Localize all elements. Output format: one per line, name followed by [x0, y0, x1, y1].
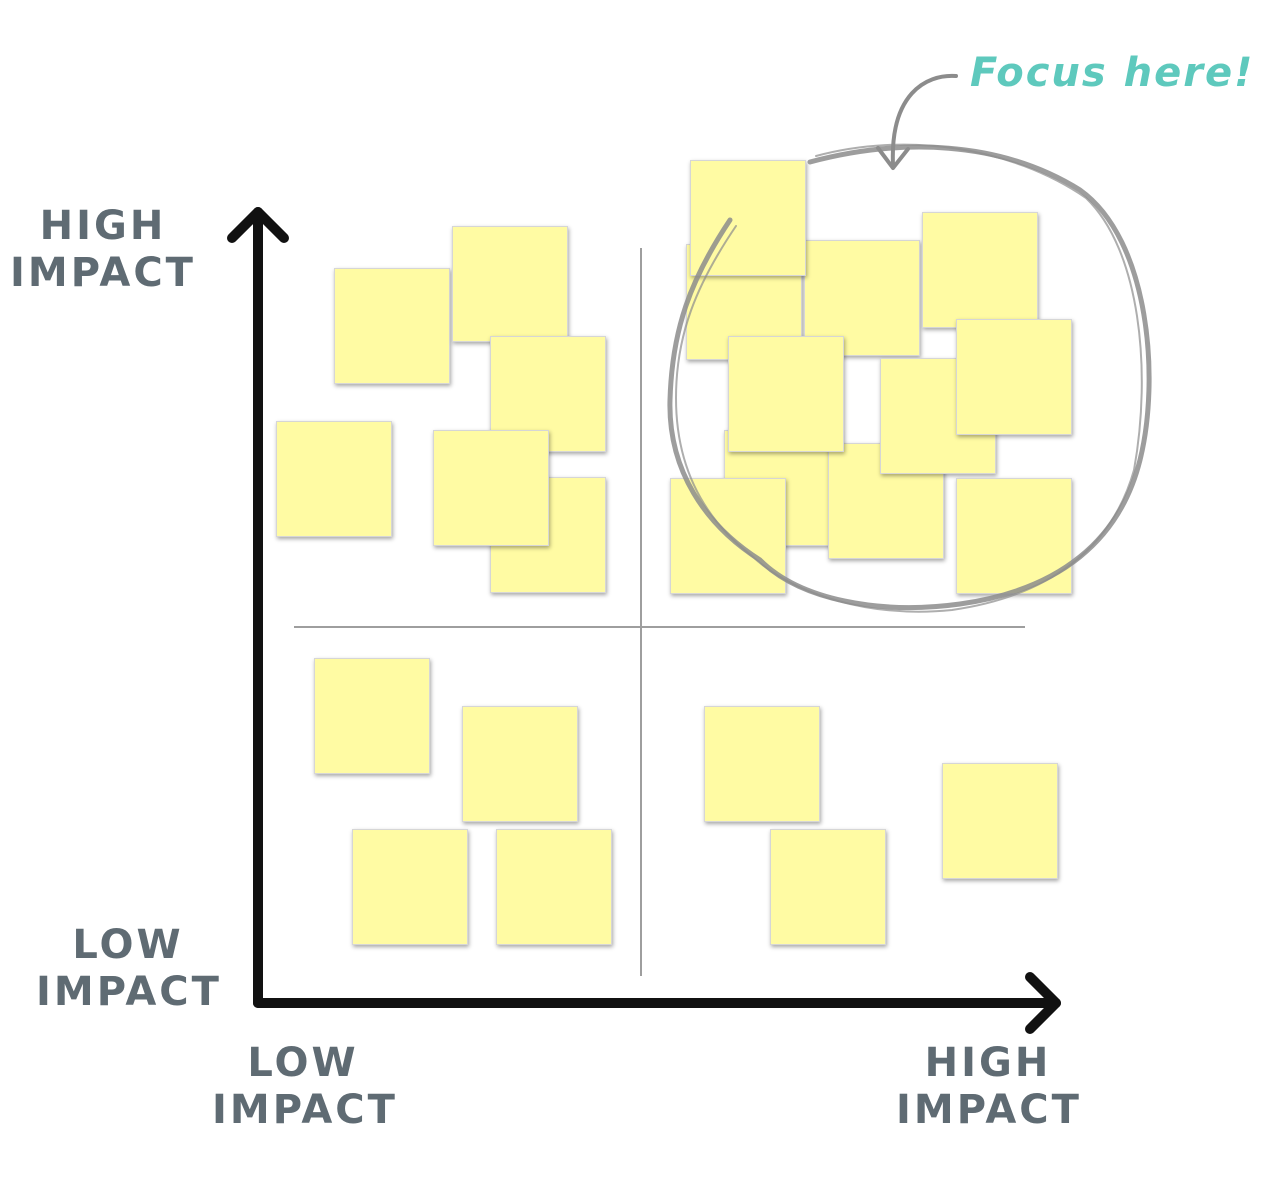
sticky-note	[462, 706, 578, 822]
sticky-note	[314, 658, 430, 774]
y-low-line-1: LOW	[72, 922, 184, 968]
y-axis-low-label: LOW IMPACT	[36, 922, 220, 1016]
focus-here-annotation: Focus here!	[970, 50, 1255, 96]
sticky-note	[728, 336, 844, 452]
focus-circle	[667, 143, 1152, 613]
y-high-line-1: HIGH	[39, 203, 167, 249]
x-low-line-2: IMPACT	[212, 1087, 398, 1133]
x-high-line-2: IMPACT	[896, 1087, 1082, 1133]
sticky-note	[334, 268, 450, 384]
curved-arrow-icon	[876, 73, 958, 170]
x-axis-low-label: LOW IMPACT	[212, 1040, 398, 1134]
x-axis-arrow	[253, 972, 1061, 1034]
sticky-note	[352, 829, 468, 945]
y-axis-arrow	[227, 207, 289, 1008]
x-axis-high-label: HIGH IMPACT	[896, 1040, 1080, 1134]
sticky-note	[922, 212, 1038, 328]
sticky-note	[770, 829, 886, 945]
sticky-note	[496, 829, 612, 945]
sticky-note	[956, 478, 1072, 594]
sticky-note	[433, 430, 549, 546]
sticky-note	[704, 706, 820, 822]
x-high-line-1: HIGH	[924, 1040, 1052, 1086]
sticky-note	[956, 319, 1072, 435]
x-low-line-1: LOW	[247, 1040, 359, 1086]
y-high-line-2: IMPACT	[10, 250, 196, 296]
y-low-line-2: IMPACT	[36, 969, 222, 1015]
sticky-note	[942, 763, 1058, 879]
sticky-note	[276, 421, 392, 537]
y-axis-high-label: HIGH IMPACT	[8, 203, 198, 297]
